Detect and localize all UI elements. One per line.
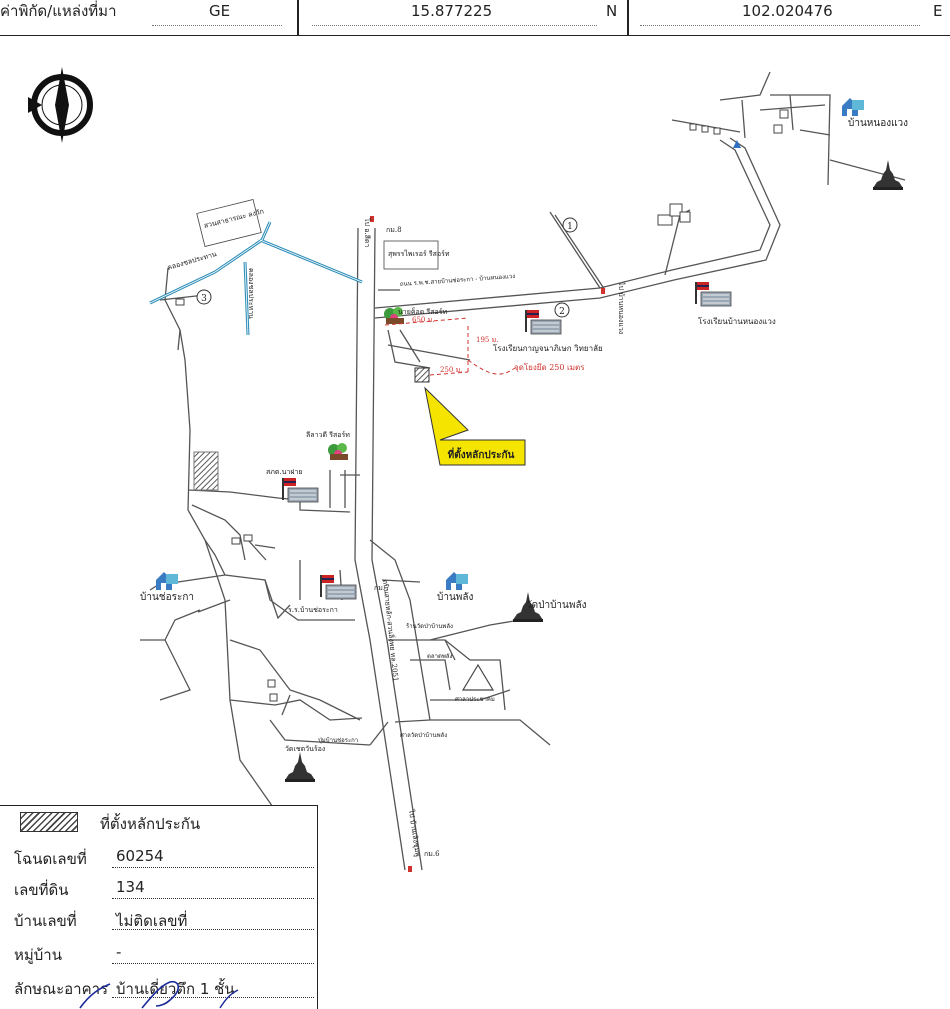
legend-title: ที่ตั้งหลักประกัน (100, 815, 201, 833)
label-wat-phalang: วัดป่าบ้านพลัง (526, 599, 587, 611)
collateral-site-marker (414, 367, 430, 383)
label-dist-650: 650 ม. (412, 316, 434, 324)
route-marker-3: 3 (201, 294, 207, 304)
label-km7: กม.7 (374, 584, 390, 592)
label-wat-chetawan: วัดเชตวันร้อง (285, 745, 325, 753)
label-canal-1: คลองชลประทาน (166, 250, 217, 272)
resort-icon (328, 443, 348, 460)
legend-row: บ้านเลขที่ ไม่ติดเลขที่ (0, 904, 318, 934)
school-icon (694, 281, 732, 307)
legend-row: เลขที่ดิน 134 (0, 873, 318, 903)
north-arrow-icon: N (28, 67, 93, 143)
legend-row-label: โฉนดเลขที่ (14, 850, 87, 868)
legend-row: ลักษณะอาคาร บ้านเดี่ยวตึก 1 ชั้น (0, 972, 318, 1002)
label-mosque-plang: ร้านวัดป่าบ้านพลัง (406, 623, 453, 630)
label-road-nongwaeng: ถนน ร.พ.ช.สายบ้านช่อระกา - บ้านหนองแวง (400, 273, 516, 288)
label-sak-resort: สุพรรไพเรอร์ รีสอร์ท (388, 249, 450, 258)
label-km6: กม.6 (424, 850, 440, 858)
irrigation-canal (149, 221, 363, 336)
village-house-icon (842, 98, 864, 116)
collateral-callout-label: ที่ตั้งหลักประกัน (448, 447, 515, 461)
collateral-hatch-swatch (20, 812, 78, 832)
label-junction-choraka: ปุ่มบ้านช่อระกา (318, 737, 358, 744)
label-mountain-resort: นายค็อด รีสอร์ท (398, 307, 447, 316)
latitude-value: 15.877225 (411, 2, 493, 20)
route-marker-2: 2 (559, 307, 565, 317)
label-school-kanjana: โรงเรียนกาญจนาภิเษก วิทยาลัย (493, 343, 603, 353)
coordinate-label: ค่าพิกัด/แหล่งที่มา (0, 2, 117, 20)
legend-row-label: บ้านเลขที่ (14, 912, 77, 930)
label-dist-195: 195 ม. (476, 336, 498, 344)
collateral-callout (424, 386, 526, 466)
village-house-icon (156, 572, 178, 590)
label-road-main: ถนนสายหลัก-สวนลิ่งพย ทล.2051 (381, 579, 401, 682)
legend-row: โฉนดเลขที่ 60254 (0, 842, 318, 872)
legend-row-label: เลขที่ดิน (14, 881, 69, 899)
route-marker-1: 1 (567, 222, 573, 232)
coordinate-header: ค่าพิกัด/แหล่งที่มา GE 15.877225 N 102.0… (0, 0, 950, 36)
longitude-direction: E (933, 2, 943, 20)
property-legend: ที่ตั้งหลักประกัน โฉนดเลขที่ 60254 เลขที… (0, 805, 318, 1009)
label-radius-note: จุดโยงยึด 250 เมตร (514, 362, 585, 372)
school-icon (319, 574, 357, 600)
triangle-marker-icon (733, 140, 741, 148)
community-hall-icon (461, 663, 495, 691)
north-letter: N (57, 99, 68, 114)
distance-lines (384, 317, 516, 376)
road-network (140, 71, 906, 871)
label-junction-phalang: ศาลวัดป่าบ้านพลัง (400, 732, 447, 739)
longitude-value: 102.020476 (742, 2, 833, 20)
legend-row-value: ไม่ติดเลขที่ (116, 912, 188, 930)
label-village-phalang: บ้านพลัง (437, 591, 474, 603)
label-canal-2: คลองชลประทาน (247, 268, 255, 319)
label-village-nong-waeng: บ้านหนองแวง (848, 117, 908, 129)
legend-row-value: - (116, 943, 122, 961)
label-market: ตลาดพลัง (427, 653, 452, 660)
label-school-cho-raka: ร.ร.บ้านช่อระกา (288, 606, 338, 614)
latitude-direction: N (606, 2, 618, 20)
label-km8: กม.8 (386, 226, 402, 234)
label-school-nong-waeng: โรงเรียนบ้านหนองแวง (698, 316, 776, 326)
label-road-to-top: ไป อ.สีดา (363, 217, 372, 247)
village-house-icon (446, 572, 468, 590)
legend-row: หมู่บ้าน - (0, 938, 318, 968)
label-community-hall: ศาลาประชาคม (455, 696, 495, 703)
temple-icon (285, 752, 315, 782)
label-road-to-bottom: ไป บ้านเลิงชุมพู (407, 808, 423, 858)
legend-row-label: ลักษณะอาคาร (14, 980, 109, 998)
legend-row-value: 134 (116, 878, 145, 896)
temple-icon (873, 160, 903, 190)
legend-row-label: หมู่บ้าน (14, 946, 62, 964)
label-dist-250: 250 ม. (440, 366, 462, 374)
label-lilawadee-resort: ลีลาวดี รีสอร์ท (306, 431, 350, 439)
building-blocks (175, 109, 789, 702)
legend-row-value: 60254 (116, 847, 164, 865)
coordinate-source: GE (209, 2, 231, 20)
label-village-cho-raka: บ้านช่อระกา (140, 591, 194, 603)
label-police: สภต.นาฝาย (266, 468, 303, 476)
location-map: N ที่ตั้งหลักประกัน 1 2 3 บ้านหนองแวง บ้… (28, 67, 908, 872)
label-road-to-nongwaeng: ไป บ้านหนองแวง (617, 281, 626, 334)
